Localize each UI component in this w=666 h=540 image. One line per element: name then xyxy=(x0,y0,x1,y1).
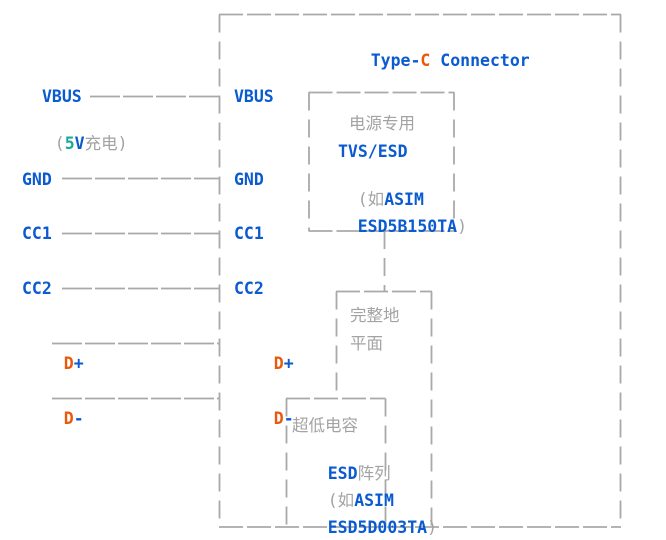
tvs-part-suffix: ) xyxy=(457,217,468,236)
internal-pin-vbus: VBUS xyxy=(234,87,274,106)
internal-pin-cc1: CC1 xyxy=(234,224,264,243)
esd-box-part-line: ESD5D003TA) xyxy=(288,498,437,540)
internal-pin-dminus: D- xyxy=(234,389,294,449)
vbus-charge-note: (5V充电) xyxy=(15,114,128,174)
dplus-sign: + xyxy=(283,354,294,373)
internal-pin-cc2: CC2 xyxy=(234,279,264,298)
external-pin-dplus: D+ xyxy=(24,334,84,394)
tvs-box-brand-line: (如ASIM xyxy=(318,170,424,230)
esd-part-number: ESD5D003TA xyxy=(327,518,428,537)
tvs-box-part-line: ESD5B150TA) xyxy=(318,197,467,257)
internal-pin-dplus: D+ xyxy=(234,334,294,394)
external-pin-cc1: CC1 xyxy=(22,224,52,243)
tvs-brand-name: ASIM xyxy=(384,190,424,209)
esd-box-capacitance-text: 超低电容 xyxy=(292,416,358,435)
tvs-box-purpose-text: 电源专用 xyxy=(349,114,415,133)
tvs-box-type-text: TVS/ESD xyxy=(338,142,408,161)
dminus-sign: - xyxy=(73,409,84,428)
dplus-sign: + xyxy=(73,354,84,373)
ground-box-line1: 完整地 xyxy=(350,306,400,325)
dminus-sign: - xyxy=(283,409,294,428)
ground-box-line2: 平面 xyxy=(350,334,383,353)
external-pin-dminus: D- xyxy=(24,389,84,449)
note-voltage-value: 5 xyxy=(64,134,75,153)
external-pin-vbus: VBUS xyxy=(42,87,82,106)
esd-brand-prefix: (如 xyxy=(327,491,355,510)
esd-array-text: 阵列 xyxy=(357,464,391,483)
tvs-brand-prefix: (如 xyxy=(357,190,385,209)
title-c-highlight: C xyxy=(420,51,431,70)
esd-box-array-line: ESD阵列 xyxy=(288,444,391,504)
external-pin-cc2: CC2 xyxy=(22,279,52,298)
esd-array-part: ESD xyxy=(327,464,358,483)
diagram-title: Type-C Connector xyxy=(331,31,530,91)
dplus-letter: D xyxy=(63,354,74,373)
esd-part-suffix: ) xyxy=(427,518,438,537)
tvs-part-number: ESD5B150TA xyxy=(357,217,458,236)
note-charge-text: 充电 xyxy=(84,134,118,153)
note-open-paren: ( xyxy=(54,134,65,153)
dminus-letter: D xyxy=(63,409,74,428)
esd-brand-name: ASIM xyxy=(354,491,394,510)
note-close-paren: ) xyxy=(117,134,128,153)
title-type-text: Type- xyxy=(370,51,421,70)
title-connector-text: Connector xyxy=(430,51,530,70)
dplus-letter: D xyxy=(273,354,284,373)
external-pin-gnd: GND xyxy=(22,170,52,189)
internal-pin-gnd: GND xyxy=(234,170,264,189)
note-voltage-unit: V xyxy=(74,134,85,153)
dminus-letter: D xyxy=(273,409,284,428)
esd-box-brand-line: (如ASIM xyxy=(288,471,394,531)
